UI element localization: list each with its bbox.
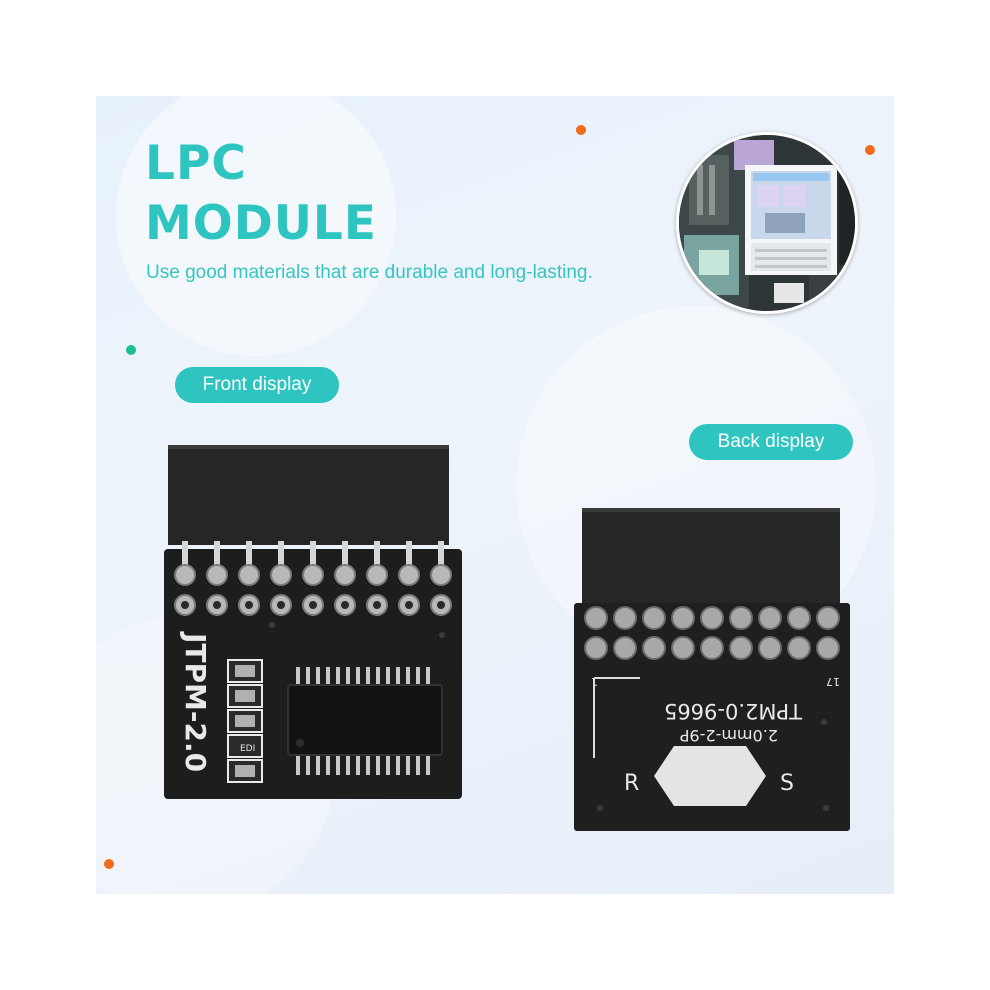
orange-dot bbox=[865, 145, 875, 155]
orange-dot bbox=[104, 859, 114, 869]
smd-components bbox=[227, 659, 263, 783]
pcb bbox=[574, 603, 850, 831]
title-line-2: MODULE bbox=[145, 196, 377, 251]
green-dot bbox=[126, 345, 136, 355]
pad-label-r: R bbox=[624, 771, 639, 796]
chip-pins-top bbox=[296, 667, 430, 689]
decor-blob bbox=[116, 96, 396, 356]
pc-case-photo bbox=[676, 132, 858, 314]
title-line-1: LPC bbox=[145, 136, 247, 191]
pad-holes bbox=[181, 601, 445, 609]
front-display-label: Front display bbox=[175, 367, 339, 403]
pin-header-housing bbox=[168, 445, 449, 545]
pc-case-illustration bbox=[679, 135, 855, 311]
pitch-text: 2.0mm-2-9P bbox=[679, 726, 778, 745]
model-text: TPM2.0-9665 bbox=[664, 699, 803, 723]
back-display-label: Back display bbox=[689, 424, 853, 460]
chip-label: EDI bbox=[240, 744, 255, 754]
back-board: 1 17 TPM2.0-9665 2.0mm-2-9P R S bbox=[574, 508, 850, 831]
pin-header-housing bbox=[582, 508, 840, 603]
orange-dot bbox=[576, 125, 586, 135]
subtitle: Use good materials that are durable and … bbox=[146, 262, 593, 283]
header-pins bbox=[182, 541, 444, 579]
tpm-chip bbox=[287, 684, 443, 756]
solder-blobs bbox=[584, 606, 840, 660]
chip-pins-bottom bbox=[296, 753, 430, 775]
front-silkscreen: JTPM-2.0 bbox=[179, 631, 212, 772]
pin-17-label: 17 bbox=[826, 675, 840, 688]
hex-pad bbox=[654, 746, 766, 806]
pad-label-s: S bbox=[780, 771, 794, 796]
front-board: JTPM-2.0 EDI bbox=[164, 445, 462, 799]
